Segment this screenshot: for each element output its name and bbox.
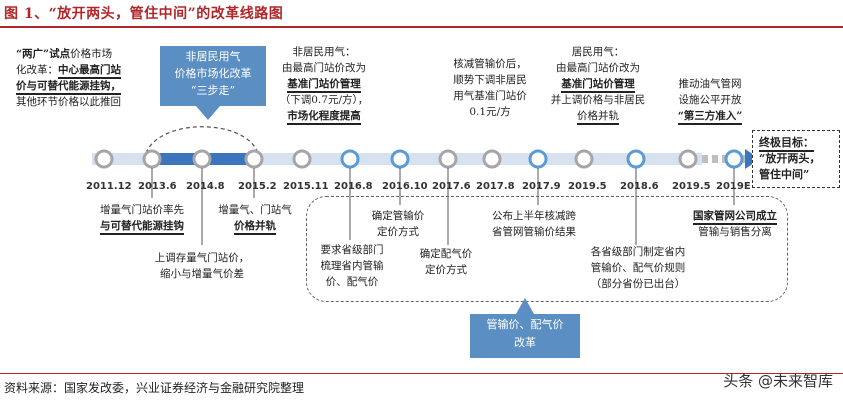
three-step-arc <box>145 126 259 154</box>
node-2018-6 <box>626 149 646 169</box>
reform-box-pointer <box>516 298 534 314</box>
note-third-party-access: 推动油气管网 设施公平开放 “第三方准入” <box>660 76 760 125</box>
footer-divider <box>0 373 843 374</box>
note-non-resident-2015: 非居民用气： 由最高门站价改为 基准门站价管理 （下调0.7元/方）， 市场化程… <box>268 44 380 125</box>
year-label: 2017.6 <box>432 181 471 192</box>
year-label: 2019.5 <box>672 181 711 192</box>
year-label: 2018.6 <box>620 181 659 192</box>
year-label: 2019E <box>716 181 751 192</box>
pipeline-reform-outline <box>306 196 788 302</box>
node-2016-10 <box>390 149 410 169</box>
node-2019-5b <box>678 149 698 169</box>
timeline-nodes <box>94 149 744 169</box>
node-2017-9 <box>528 149 548 169</box>
title-divider <box>0 26 843 28</box>
year-label: 2017.8 <box>476 181 515 192</box>
note-national-pipeline: 国家管网公司成立 管输与销售分离 <box>693 210 777 238</box>
connector-lines <box>151 168 735 245</box>
note-provincial-rules: 各省级部门制定省内 管输价、配气价规则 （部分省份已出台） <box>590 246 686 290</box>
year-label: 2017.9 <box>522 181 561 192</box>
note-incremental-gas: 增量气门站价率先 与可替代能源挂钩 <box>86 202 198 235</box>
year-label: 2011.12 <box>86 181 132 192</box>
note-distribution-pricing: 确定配气价 定价方式 <box>419 248 473 276</box>
note-provincial-review: 要求省级部门 梳理省内管输 价、配气价 <box>320 244 384 288</box>
node-2019E <box>724 149 744 169</box>
note-price-unification: 增量气、门站气 价格并轨 <box>214 202 296 235</box>
note-cross-province-result: 公布上半年核减跨 省管网管输价结果 <box>492 210 576 238</box>
node-2016-8 <box>340 149 360 169</box>
year-label: 2013.6 <box>138 181 177 192</box>
callout-pointer <box>196 106 220 120</box>
source-note: 资料来源：国家发改委，兴业证券经济与金融研究院整理 <box>4 381 305 395</box>
year-label: 2019.5 <box>568 181 607 192</box>
node-2019-5a <box>574 149 594 169</box>
note-resident-2019: 居民用气： 由最高门站价改为 基准门站价管理 并上调价格与非居民 价格并轨 <box>540 44 656 125</box>
note-pipeline-pricing: 确定管输价 定价方式 <box>371 210 425 238</box>
year-label: 2015.11 <box>283 181 329 192</box>
figure-title: 图 1、“放开两头，管住中间”的改革线路图 <box>4 6 284 22</box>
year-label: 2016.10 <box>382 181 428 192</box>
three-step-callout: 非居民用气 价格市场化改革 “三步走” <box>160 46 266 106</box>
node-2017-8 <box>482 149 502 169</box>
note-stock-gas: 上调存量气门站价， 缩小与增量气价差 <box>154 252 250 280</box>
node-2017-6 <box>438 149 458 169</box>
node-2013-6 <box>142 149 162 169</box>
node-2015-2 <box>244 149 264 169</box>
pipeline-reform-box: 管输价、配气价 改革 <box>470 314 580 358</box>
note-two-guang-pilot: “两广”试点价格市场 化改革：中心最高门站 价与可替代能源挂钩， 其他环节价格以… <box>16 48 121 108</box>
node-2014-8 <box>192 149 212 169</box>
node-2015-11 <box>292 149 312 169</box>
year-label: 2015.2 <box>238 181 277 192</box>
year-label: 2016.8 <box>334 181 373 192</box>
note-pipeline-cut: 核减管输价后， 顺势下调非居民 用气基准门站价 0.1元/方 <box>453 58 527 118</box>
watermark: 头条 @未来智库 <box>723 372 833 390</box>
node-2011-12 <box>94 149 114 169</box>
ultimate-goal-box: 终极目标： “放开两头， 管住中间” <box>752 130 840 188</box>
year-label: 2014.8 <box>186 181 225 192</box>
